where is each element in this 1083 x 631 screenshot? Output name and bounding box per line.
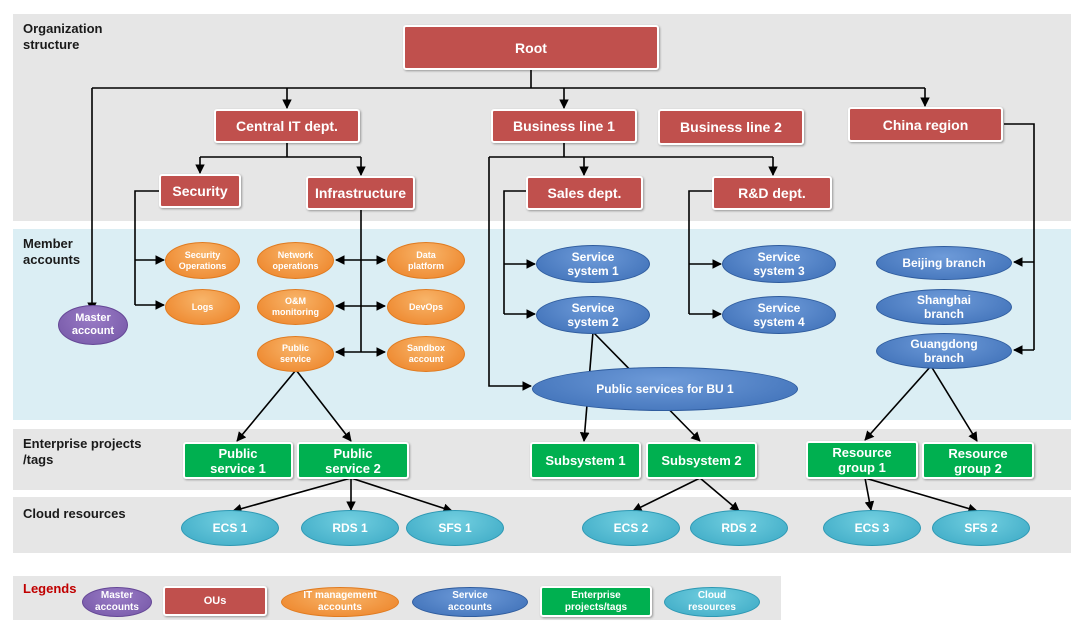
ou-sales-dept[interactable]: Sales dept. — [526, 176, 643, 210]
ou-business-line-1[interactable]: Business line 1 — [491, 109, 637, 143]
it-account-data-platform[interactable]: Data platform — [387, 242, 465, 279]
legend-it-management-accounts: IT management accounts — [281, 587, 399, 617]
cloud-resource-rds-1[interactable]: RDS 1 — [301, 510, 399, 546]
service-account-service-system-3[interactable]: Service system 3 — [722, 245, 836, 283]
service-account-service-system-1[interactable]: Service system 1 — [536, 245, 650, 283]
it-account-devops[interactable]: DevOps — [387, 289, 465, 325]
legend-service-accounts: Service accounts — [412, 587, 528, 617]
ou-rd-dept[interactable]: R&D dept. — [712, 176, 832, 210]
it-account-om-monitoring[interactable]: O&M monitoring — [257, 289, 334, 325]
section-title-member-accounts: Member accounts — [23, 236, 81, 267]
cloud-resource-sfs-2[interactable]: SFS 2 — [932, 510, 1030, 546]
service-account-guangdong-branch[interactable]: Guangdong branch — [876, 333, 1012, 369]
service-account-service-system-4[interactable]: Service system 4 — [722, 296, 836, 334]
legend-title: Legends — [23, 581, 77, 596]
ou-central-it-dept[interactable]: Central IT dept. — [214, 109, 360, 143]
it-account-network-operations[interactable]: Network operations — [257, 242, 334, 279]
it-account-public-service[interactable]: Public service — [257, 336, 334, 372]
service-account-service-system-2[interactable]: Service system 2 — [536, 296, 650, 334]
section-title-enterprise-projects: Enterprise projects /tags — [23, 436, 142, 467]
cloud-resource-ecs-2[interactable]: ECS 2 — [582, 510, 680, 546]
ou-security[interactable]: Security — [159, 174, 241, 208]
legend-cloud-resources: Cloud resources — [664, 587, 760, 617]
enterprise-project-resource-group-2[interactable]: Resource group 2 — [922, 442, 1034, 479]
enterprise-project-resource-group-1[interactable]: Resource group 1 — [806, 441, 918, 479]
legend-master-accounts: Master accounts — [82, 587, 152, 617]
ou-china-region[interactable]: China region — [848, 107, 1003, 142]
enterprise-project-subsystem-2[interactable]: Subsystem 2 — [646, 442, 757, 479]
legend-ous: OUs — [163, 586, 267, 616]
legend-enterprise-projects-tags: Enterprise projects/tags — [540, 586, 652, 617]
it-account-logs[interactable]: Logs — [165, 289, 240, 325]
enterprise-project-public-service-1[interactable]: Public service 1 — [183, 442, 293, 479]
service-account-beijing-branch[interactable]: Beijing branch — [876, 246, 1012, 280]
ou-business-line-2[interactable]: Business line 2 — [658, 109, 804, 145]
cloud-resource-rds-2[interactable]: RDS 2 — [690, 510, 788, 546]
section-title-organization: Organization structure — [23, 21, 103, 52]
enterprise-project-public-service-2[interactable]: Public service 2 — [297, 442, 409, 479]
service-account-shanghai-branch[interactable]: Shanghai branch — [876, 289, 1012, 325]
it-account-security-operations[interactable]: Security Operations — [165, 242, 240, 279]
ou-infrastructure[interactable]: Infrastructure — [306, 176, 415, 210]
ou-root[interactable]: Root — [403, 25, 659, 70]
master-account[interactable]: Master account — [58, 305, 128, 345]
it-account-sandbox-account[interactable]: Sandbox account — [387, 336, 465, 372]
section-title-cloud-resources: Cloud resources — [23, 506, 126, 521]
cloud-resource-sfs-1[interactable]: SFS 1 — [406, 510, 504, 546]
service-account-public-services-bu1[interactable]: Public services for BU 1 — [532, 367, 798, 411]
enterprise-project-subsystem-1[interactable]: Subsystem 1 — [530, 442, 641, 479]
cloud-resource-ecs-1[interactable]: ECS 1 — [181, 510, 279, 546]
cloud-resource-ecs-3[interactable]: ECS 3 — [823, 510, 921, 546]
